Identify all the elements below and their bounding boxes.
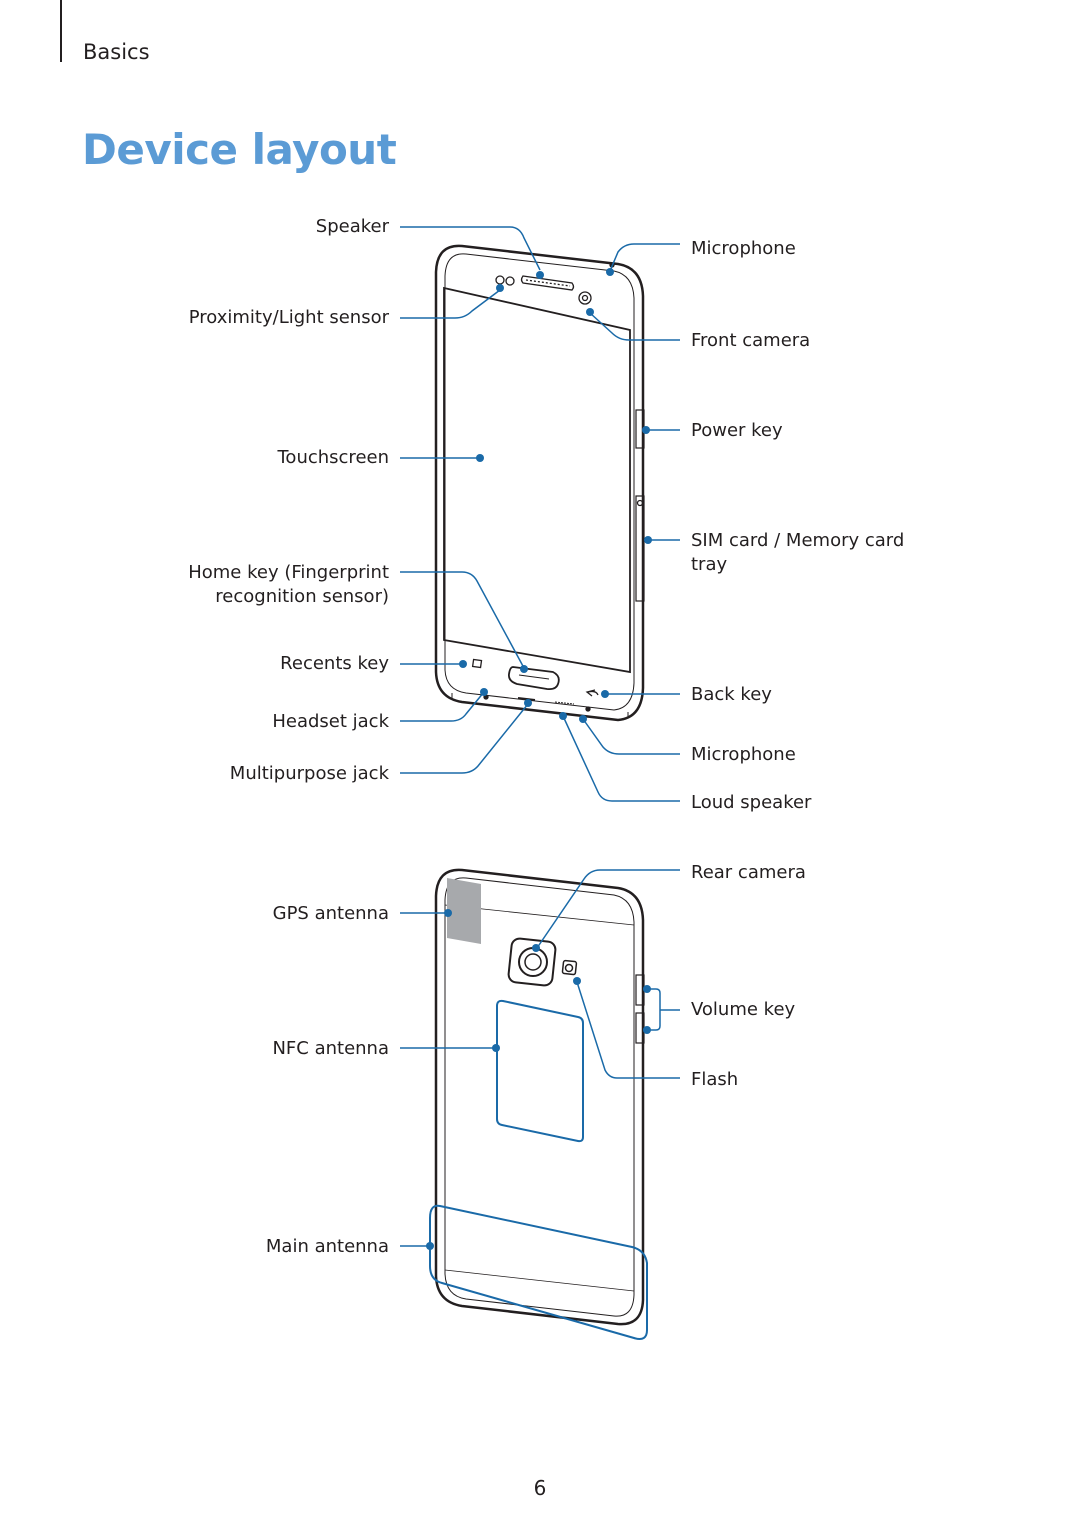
front-callout-dots-left bbox=[459, 271, 544, 707]
gps-antenna-area bbox=[447, 878, 481, 944]
front-callouts-left bbox=[400, 226, 541, 774]
label-sim-tray-line2: tray bbox=[691, 554, 728, 575]
label-flash: Flash bbox=[691, 1069, 739, 1090]
header-rule bbox=[60, 0, 62, 62]
phone-front bbox=[434, 244, 645, 722]
label-rear-camera: Rear camera bbox=[691, 862, 806, 883]
front-callouts-right bbox=[562, 243, 680, 802]
front-details bbox=[471, 262, 645, 712]
label-headset-jack: Headset jack bbox=[272, 711, 389, 732]
label-loud-speaker: Loud speaker bbox=[691, 792, 812, 813]
back-callout-dots bbox=[426, 909, 651, 1250]
label-power-key: Power key bbox=[691, 420, 783, 441]
label-main-antenna: Main antenna bbox=[265, 1236, 389, 1257]
label-volume-key: Volume key bbox=[691, 999, 796, 1020]
label-multipurpose-jack: Multipurpose jack bbox=[229, 763, 389, 784]
back-callouts bbox=[400, 869, 680, 1247]
label-microphone-bottom: Microphone bbox=[691, 744, 796, 765]
section-label: Basics bbox=[83, 40, 150, 64]
label-sim-tray-line1: SIM card / Memory card bbox=[691, 530, 905, 551]
label-front-camera: Front camera bbox=[691, 330, 811, 351]
label-speaker: Speaker bbox=[315, 216, 389, 237]
label-nfc-antenna: NFC antenna bbox=[272, 1038, 389, 1059]
back-details bbox=[429, 937, 648, 1340]
label-microphone-top: Microphone bbox=[691, 238, 796, 259]
label-recents-key: Recents key bbox=[280, 653, 389, 674]
label-back-key: Back key bbox=[691, 684, 772, 705]
label-touchscreen: Touchscreen bbox=[277, 447, 390, 468]
page-title: Device layout bbox=[82, 125, 397, 174]
label-proximity-light-sensor: Proximity/Light sensor bbox=[188, 307, 389, 328]
label-gps-antenna: GPS antenna bbox=[272, 903, 389, 924]
label-home-key-line1: Home key (Fingerprint bbox=[188, 562, 389, 583]
label-home-key-line2: recognition sensor) bbox=[215, 586, 389, 607]
front-callout-dots-right bbox=[559, 268, 652, 723]
page-number: 6 bbox=[533, 1476, 547, 1500]
